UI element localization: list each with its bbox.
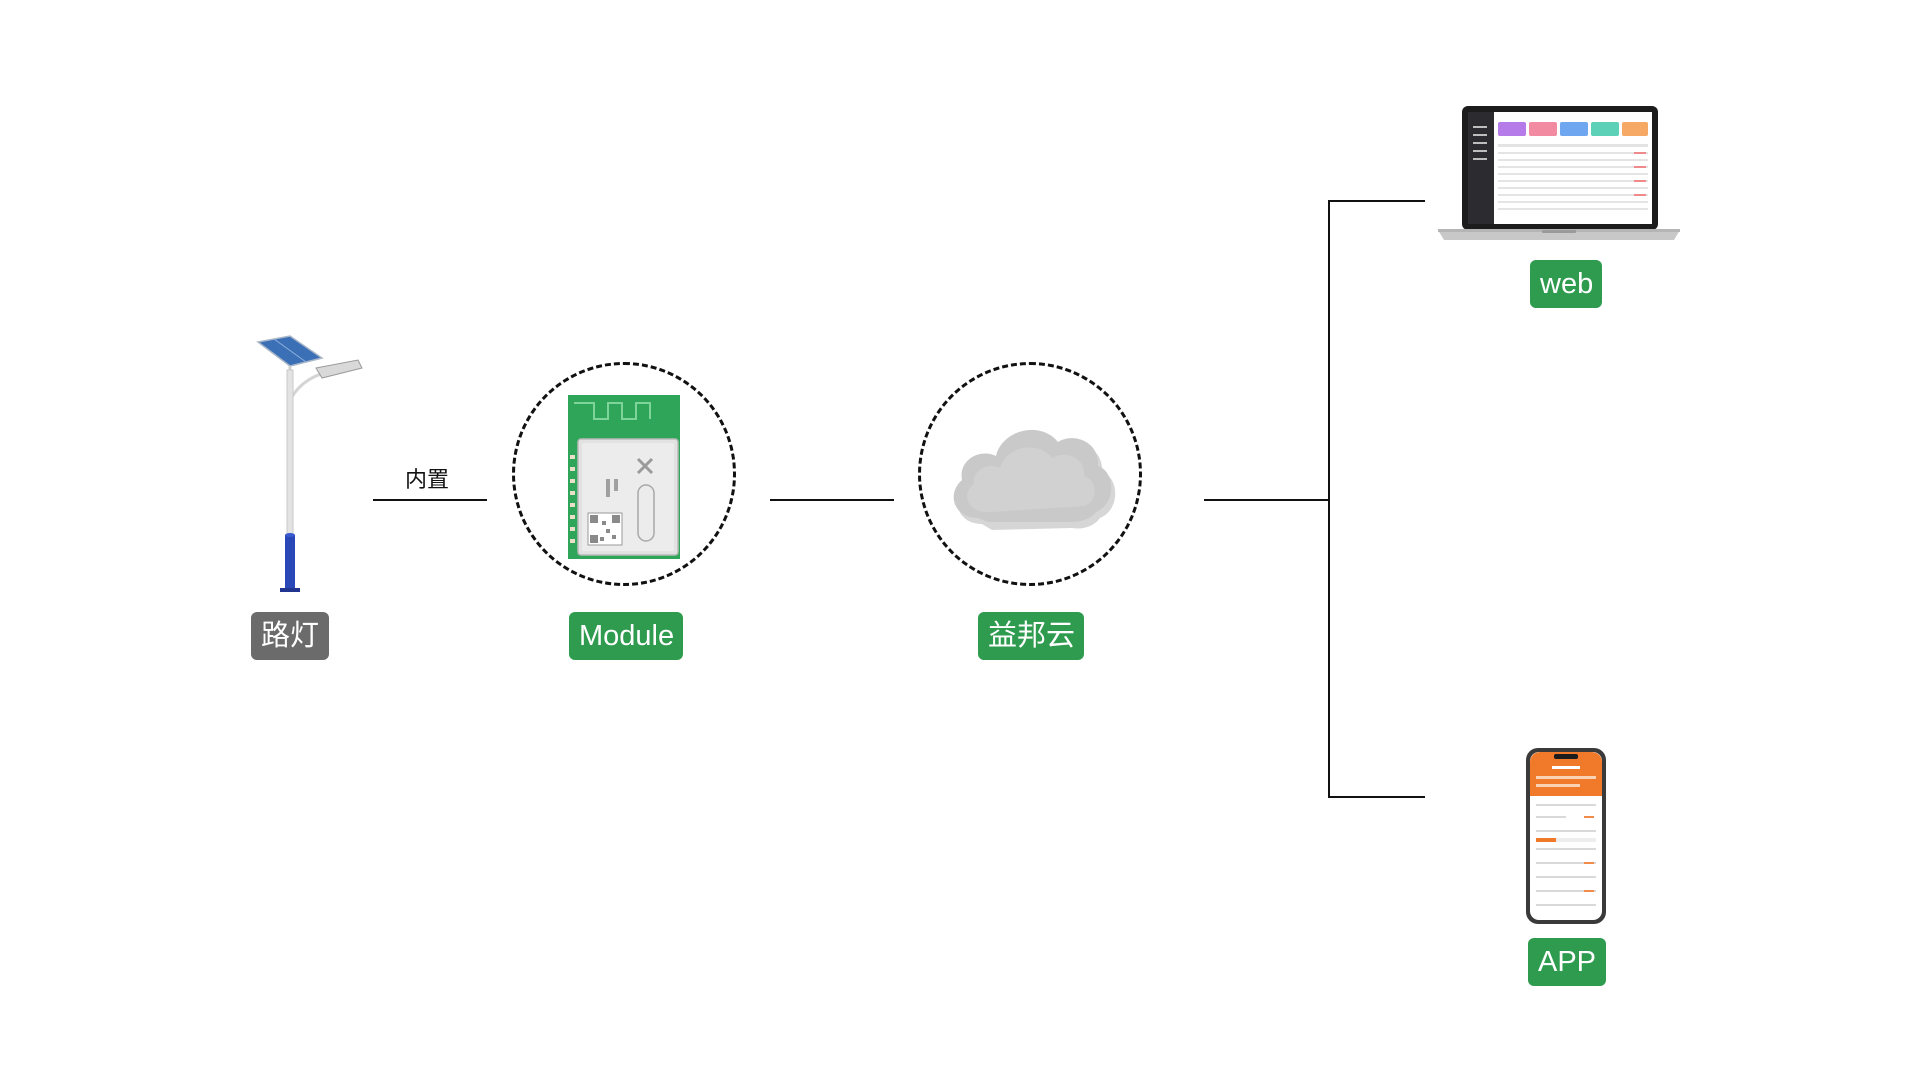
connector-streetlight-module (373, 499, 487, 501)
app-label: APP (1528, 938, 1606, 986)
connector-module-cloud (770, 499, 894, 501)
streetlight-label: 路灯 (251, 612, 329, 660)
street-light-icon (250, 330, 370, 600)
connector-cloud-branch (1204, 499, 1330, 501)
wifi-module-chip-icon (568, 395, 680, 559)
edge-label-builtin: 内置 (405, 467, 450, 492)
module-label: Module (569, 612, 683, 660)
web-label: web (1530, 260, 1602, 308)
laptop-icon (1438, 106, 1680, 242)
smartphone-icon (1526, 748, 1606, 924)
connector-branch-app (1328, 796, 1425, 798)
connector-branch-vertical (1328, 200, 1330, 798)
connector-branch-web (1328, 200, 1425, 202)
module-circle (512, 362, 736, 586)
cloud-circle (918, 362, 1142, 586)
cloud-label: 益邦云 (978, 612, 1084, 660)
cloud-icon (944, 414, 1120, 538)
